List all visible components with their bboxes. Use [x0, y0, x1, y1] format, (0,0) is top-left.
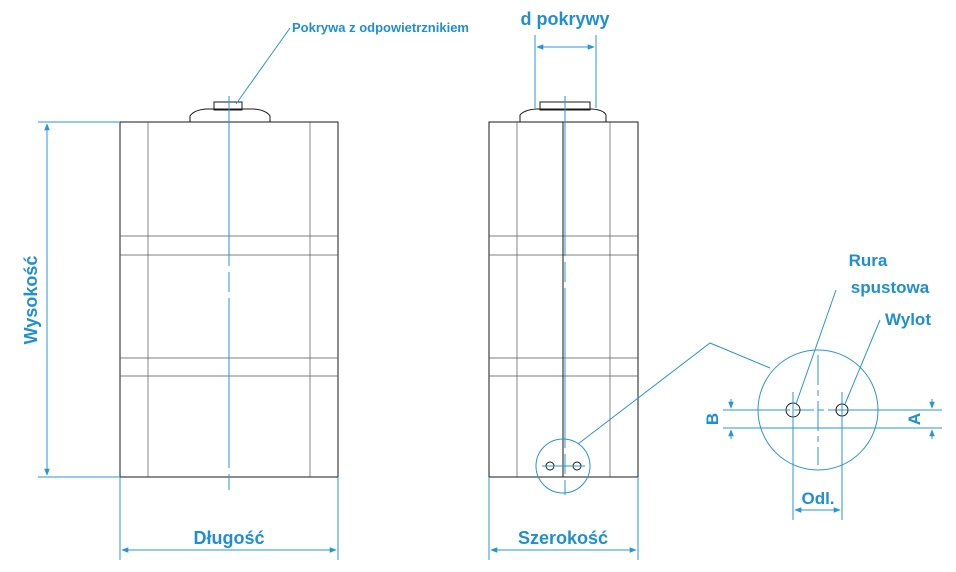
dim-b-label: B: [703, 413, 722, 425]
outlet-leader-line: [844, 319, 881, 405]
outlet-detail-circle: [535, 438, 591, 494]
detail-leader-line: [577, 342, 771, 445]
detail-view: [723, 289, 942, 520]
lid-diameter-label: d pokrywy: [520, 9, 609, 29]
drain-pipe-label-line2: spustowa: [851, 278, 930, 297]
spacing-label: Odl.: [801, 489, 834, 508]
front-view: [38, 27, 339, 560]
lid-shape: [189, 108, 271, 123]
lid-label: Pokrywa z odpowietrznikiem: [292, 20, 469, 35]
lid-leader-line: [235, 27, 291, 105]
side-view: [488, 35, 771, 560]
drain-pipe-label-line1: Rura: [849, 251, 888, 270]
lid-shape-side: [519, 108, 607, 123]
height-label: Wysokość: [21, 256, 41, 345]
width-label: Szerokość: [518, 528, 608, 548]
outlet-label: Wylot: [885, 310, 931, 329]
vent-cap: [213, 101, 243, 111]
length-label: Długość: [193, 528, 264, 548]
dim-a-label: A: [905, 413, 924, 425]
drain-leader-line: [795, 289, 837, 405]
